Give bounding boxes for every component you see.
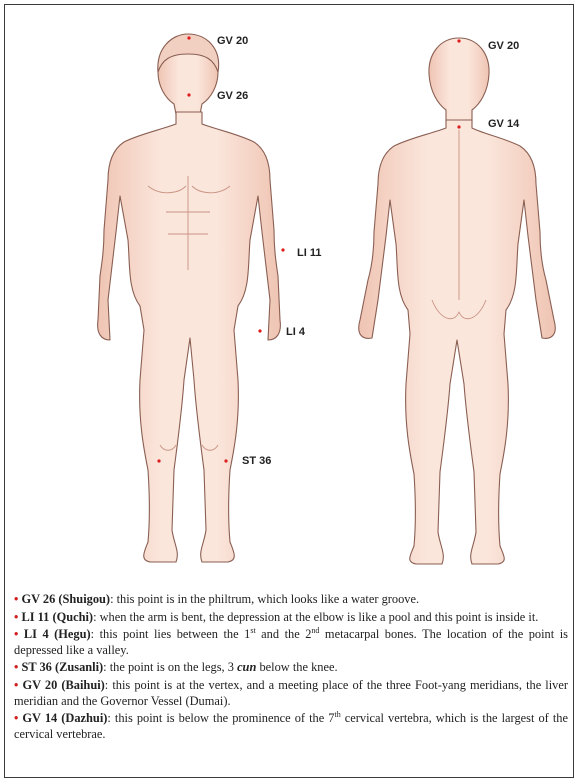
label-front-li4: LI 4	[286, 326, 305, 338]
legend-text: : this point is in the philtrum, which l…	[110, 592, 419, 606]
legend-text: : this point is below the prominence of …	[107, 711, 334, 725]
acupoint-legend: • GV 26 (Shuigou): this point is in the …	[14, 592, 568, 744]
legend-term: ST 36 (Zusanli)	[21, 660, 103, 674]
legend-term: GV 14 (Dazhui)	[22, 711, 107, 725]
bullet-icon: •	[14, 660, 18, 674]
bullet-icon: •	[14, 610, 18, 624]
emphasis: cun	[237, 660, 256, 674]
front-li4-marker	[258, 329, 261, 332]
label-front-st36: ST 36	[242, 455, 271, 467]
front-st36-left-marker	[157, 459, 160, 462]
back-gv14-marker	[457, 125, 460, 128]
label-back-gv14: GV 14	[488, 118, 519, 130]
legend-item-gv26: • GV 26 (Shuigou): this point is in the …	[14, 592, 568, 608]
label-front-gv20: GV 20	[217, 35, 248, 47]
legend-term: LI 4 (Hegu)	[24, 627, 91, 641]
front-gv26-marker	[187, 93, 190, 96]
bullet-icon: •	[14, 592, 18, 606]
legend-item-st36: • ST 36 (Zusanli): the point is on the l…	[14, 660, 568, 676]
back-body	[359, 38, 556, 564]
label-front-li11: LI 11	[297, 247, 321, 259]
legend-term: GV 26 (Shuigou)	[21, 592, 110, 606]
legend-term: GV 20 (Baihui)	[22, 678, 104, 692]
back-gv20-marker	[457, 39, 460, 42]
front-gv20-marker	[187, 36, 190, 39]
legend-text: below the knee.	[256, 660, 337, 674]
legend-text: and the 2	[256, 627, 312, 641]
bullet-icon: •	[14, 711, 18, 725]
label-back-gv20: GV 20	[488, 40, 519, 52]
legend-item-gv14: • GV 14 (Dazhui): this point is below th…	[14, 711, 568, 742]
legend-text: : this point lies between the 1	[91, 627, 251, 641]
legend-text: : the point is on the legs, 3	[103, 660, 237, 674]
bullet-icon: •	[14, 627, 18, 641]
front-st36-right-marker	[224, 459, 227, 462]
back-head	[429, 38, 489, 122]
acupoint-figure	[0, 0, 580, 584]
legend-term: LI 11 (Quchi)	[21, 610, 93, 624]
legend-item-gv20: • GV 20 (Baihui): this point is at the v…	[14, 678, 568, 709]
legend-item-li11: • LI 11 (Quchi): when the arm is bent, t…	[14, 610, 568, 626]
label-front-gv26: GV 26	[217, 90, 248, 102]
front-body	[98, 34, 281, 562]
front-torso	[98, 112, 281, 562]
legend-text: : when the arm is bent, the depression a…	[93, 610, 538, 624]
front-li11-marker	[281, 248, 284, 251]
back-torso	[359, 120, 556, 564]
bullet-icon: •	[14, 678, 18, 692]
legend-item-li4: • LI 4 (Hegu): this point lies between t…	[14, 627, 568, 658]
